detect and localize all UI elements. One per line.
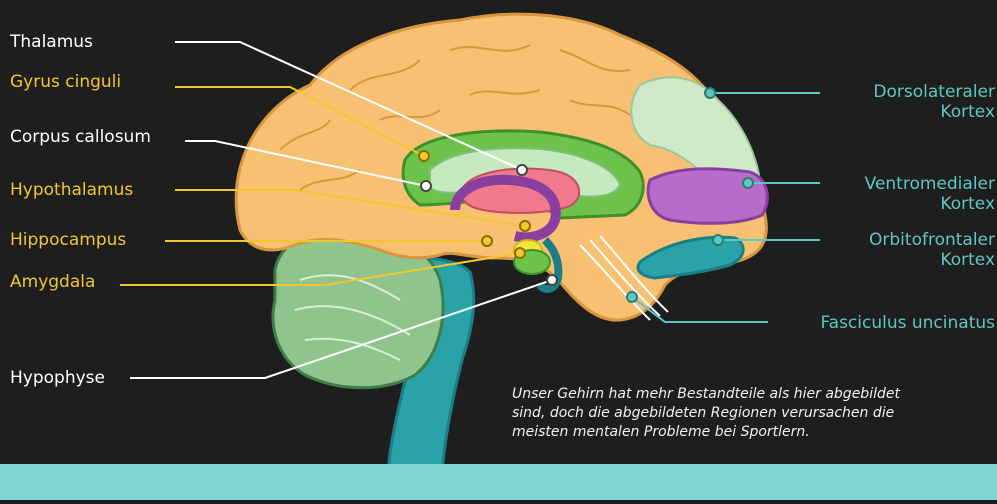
dot-ventromedial [743, 178, 753, 188]
label-gyrus-cinguli: Gyrus cinguli [10, 72, 121, 92]
dot-thalamus [517, 165, 527, 175]
label-dorsolateral-line2: Kortex [873, 102, 995, 122]
label-fasciculus: Fasciculus uncinatus [820, 313, 995, 333]
label-amygdala: Amygdala [10, 272, 95, 292]
dot-amygdala [515, 248, 525, 258]
footnote-line2: sind, doch die abgebildeten Regionen ver… [512, 404, 997, 423]
label-dorsolateral: Dorsolateraler Kortex [873, 82, 995, 122]
label-orbitofrontal: Orbitofrontaler Kortex [869, 230, 995, 270]
footnote-line1: Unser Gehirn hat mehr Bestandteile als h… [512, 385, 997, 404]
ventromedial-region [648, 169, 767, 224]
label-hypophyse: Hypophyse [10, 368, 105, 388]
label-hypothalamus: Hypothalamus [10, 180, 133, 200]
label-thalamus: Thalamus [10, 32, 93, 52]
label-ventromedial-line1: Ventromedialer [865, 174, 995, 194]
dot-dorsolateral [705, 88, 715, 98]
label-hippocampus: Hippocampus [10, 230, 126, 250]
label-dorsolateral-line1: Dorsolateraler [873, 82, 995, 102]
footnote-line3: meisten mentalen Probleme bei Sportlern. [512, 423, 997, 442]
label-orbitofrontal-line1: Orbitofrontaler [869, 230, 995, 250]
dot-hippocampus [482, 236, 492, 246]
footnote: Unser Gehirn hat mehr Bestandteile als h… [512, 385, 997, 442]
dot-corpus [421, 181, 431, 191]
label-corpus-callosum: Corpus callosum [10, 127, 151, 147]
dot-gyrus [419, 151, 429, 161]
label-ventromedial-line2: Kortex [865, 194, 995, 214]
label-orbitofrontal-line2: Kortex [869, 250, 995, 270]
dot-hypophyse [547, 275, 557, 285]
bottom-band [0, 464, 997, 500]
dot-orbitofrontal [713, 235, 723, 245]
dot-hypothalamus [520, 221, 530, 231]
label-ventromedial: Ventromedialer Kortex [865, 174, 995, 214]
dot-fasciculus [627, 292, 637, 302]
